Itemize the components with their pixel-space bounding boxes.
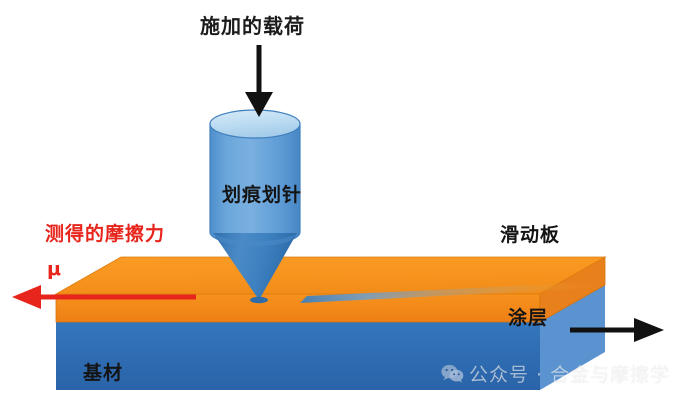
label-substrate: 基材 [83, 362, 124, 384]
watermark: 公众号 · 合金与摩擦学 [441, 360, 670, 387]
watermark-text: 公众号 · 合金与摩擦学 [469, 364, 671, 386]
wechat-icon [441, 364, 464, 383]
label-coating: 涂层 [508, 307, 549, 329]
stylus-top-ellipse [209, 109, 301, 139]
arrow-down-icon [245, 45, 273, 117]
substrate-side-face [540, 285, 605, 390]
arrow-right-icon [570, 318, 664, 342]
scratch-track [300, 282, 600, 303]
stylus-cone-tip [213, 233, 297, 300]
substrate-block [56, 285, 605, 390]
substrate-front-face [56, 322, 540, 390]
label-measured-friction-force: 测得的摩擦力 [45, 223, 166, 245]
label-sliding-plate: 滑动板 [500, 224, 561, 246]
stylus-contact-point [250, 296, 268, 304]
label-mu-symbol: μ [47, 258, 62, 280]
scratch-stylus [209, 109, 301, 304]
label-applied-load: 施加的载荷 [200, 14, 305, 38]
label-scratch-stylus: 划痕划针 [222, 184, 303, 206]
coating-block [54, 256, 607, 323]
stylus-cone-shoulder [213, 233, 297, 247]
arrow-left-icon [12, 285, 196, 309]
